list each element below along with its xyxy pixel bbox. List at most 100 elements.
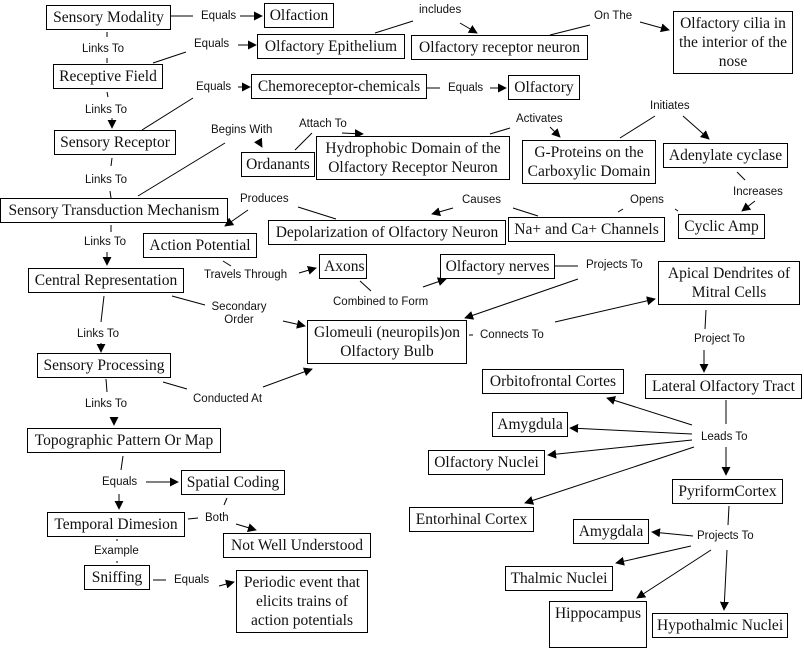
connector [110, 157, 113, 167]
link-label: On The [594, 10, 633, 22]
connector-arrow [422, 277, 447, 288]
connector [100, 295, 105, 323]
connector-arrow [218, 579, 235, 589]
connector-arrow [459, 22, 478, 34]
node-pyriform-cortex[interactable]: PyriformCortex [672, 479, 783, 504]
connector [106, 91, 109, 98]
link-label: Links To [85, 398, 127, 410]
node-entorhinal-cortex[interactable]: Entorhinal Cortex [409, 507, 534, 532]
link-label: includes [419, 4, 462, 16]
node-temporal-dimension[interactable]: Temporal Dimesion [47, 512, 185, 537]
node-sensory-processing[interactable]: Sensory Processing [37, 353, 171, 378]
node-cyclic-amp[interactable]: Cyclic Amp [678, 214, 765, 239]
connector [109, 190, 112, 199]
connector-arrow [741, 200, 756, 212]
node-olfactory-nuclei[interactable]: Olfactory Nuclei [428, 450, 545, 475]
link-label: Project To [694, 333, 745, 345]
node-olfactory-epithelium[interactable]: Olfactory Epithelium [257, 34, 405, 59]
connector-arrow [282, 319, 306, 329]
link-label: Leads To [701, 431, 748, 443]
node-olfactory-nerves[interactable]: Olfactory nerves [440, 254, 555, 279]
link-label: Initiates [650, 100, 690, 112]
link-label: Links To [82, 43, 124, 55]
node-channels[interactable]: Na+ and Ca+ Channels [508, 217, 665, 242]
node-not-well-understood[interactable]: Not Well Understood [223, 533, 371, 558]
link-label: Connects To [480, 329, 544, 341]
node-thalmic-nuclei[interactable]: Thalmic Nuclei [505, 566, 613, 591]
connector-arrow [569, 423, 693, 435]
connector [489, 127, 511, 135]
connector [549, 24, 591, 36]
connector [674, 208, 679, 212]
node-central-representation[interactable]: Central Representation [28, 268, 184, 293]
node-topographic[interactable]: Topographic Pattern Or Map [27, 428, 221, 453]
connector [374, 20, 414, 34]
node-ordanants[interactable]: Ordanants [241, 152, 315, 177]
link-label: Activates [516, 113, 563, 125]
connector-arrow [606, 396, 693, 426]
node-amygdula[interactable]: Amygdula [492, 412, 568, 437]
link-label: Both [205, 512, 229, 524]
node-spatial-coding[interactable]: Spatial Coding [181, 470, 285, 495]
node-depolarization[interactable]: Depolarization of Olfactory Neuron [268, 220, 506, 245]
connector [704, 309, 707, 330]
node-hypothalmic-nuclei[interactable]: Hypothalmic Nuclei [652, 613, 788, 638]
node-sensory-receptor[interactable]: Sensory Receptor [54, 130, 176, 155]
node-apical-dendrites[interactable]: Apical Dendrites of Mitral Cells [658, 261, 800, 305]
node-periodic-event[interactable]: Periodic event that elicits trains of ac… [236, 570, 368, 633]
connector [294, 132, 313, 151]
link-label: Links To [85, 104, 127, 116]
connector-arrow [254, 137, 263, 148]
connector [120, 455, 124, 471]
link-label: Travels Through [204, 269, 288, 281]
node-glomeruli[interactable]: Glomeuli (neuropils)on Olfactory Bulb [307, 320, 467, 364]
connector-arrow [615, 545, 692, 566]
node-olfaction[interactable]: Olfaction [264, 3, 334, 28]
node-g-proteins[interactable]: G-Proteins on the Carboxylic Domain [522, 140, 656, 184]
node-action-potential[interactable]: Action Potential [143, 233, 257, 258]
node-olfactory-cilia[interactable]: Olfactory cilia in the interior of the n… [673, 11, 793, 74]
connector-arrow [549, 126, 561, 138]
link-label: Increases [733, 186, 783, 198]
node-chemoreceptor[interactable]: Chemoreceptor-chemicals [251, 74, 427, 99]
node-receptive-field[interactable]: Receptive Field [53, 64, 163, 89]
link-label: Projects To [697, 530, 754, 542]
connector [141, 97, 194, 131]
node-axons[interactable]: Axons [319, 254, 367, 279]
connector [152, 51, 187, 64]
link-label: Causes [462, 194, 501, 206]
connector [736, 171, 746, 181]
node-adenylate-cyclase[interactable]: Adenylate cyclase [663, 143, 788, 168]
connector-arrow [651, 528, 694, 538]
node-lateral-olfactory-tract[interactable]: Lateral Olfactory Tract [645, 374, 802, 399]
connector [187, 517, 199, 520]
node-sensory-modality[interactable]: Sensory Modality [46, 5, 171, 30]
connector [105, 378, 108, 393]
connector [619, 115, 656, 139]
connector [512, 207, 539, 217]
connector [727, 505, 730, 526]
connector-arrow [636, 549, 712, 599]
node-orbitofrontal-cortex[interactable]: Orbitofrontal Cortes [482, 369, 624, 394]
link-label: Conducted At [193, 393, 263, 405]
connector-arrow [235, 523, 257, 532]
link-label: Combined to Form [333, 296, 429, 308]
node-sniffing[interactable]: Sniffing [84, 565, 150, 590]
link-label: Equals [174, 574, 210, 586]
connector [137, 142, 226, 197]
node-hydrophobic-domain[interactable]: Hydrophobic Domain of the Olfactory Rece… [316, 136, 510, 180]
connector [222, 260, 232, 267]
connector-arrow [224, 209, 249, 227]
node-sensory-transduction[interactable]: Sensory Transduction Mechanism [0, 198, 228, 223]
node-hippocampus[interactable]: Hippocampus [549, 601, 647, 648]
node-amygdala[interactable]: Amygdala [573, 519, 649, 544]
connector [617, 208, 624, 213]
connector-arrow [554, 296, 656, 323]
connector [359, 280, 372, 292]
node-olfactory-receptor-neuron[interactable]: Olfactory receptor neuron [411, 35, 588, 60]
link-label: Begins With [211, 124, 273, 136]
link-label: Opens [630, 194, 664, 206]
node-olfactory[interactable]: Olfactory [508, 75, 580, 100]
